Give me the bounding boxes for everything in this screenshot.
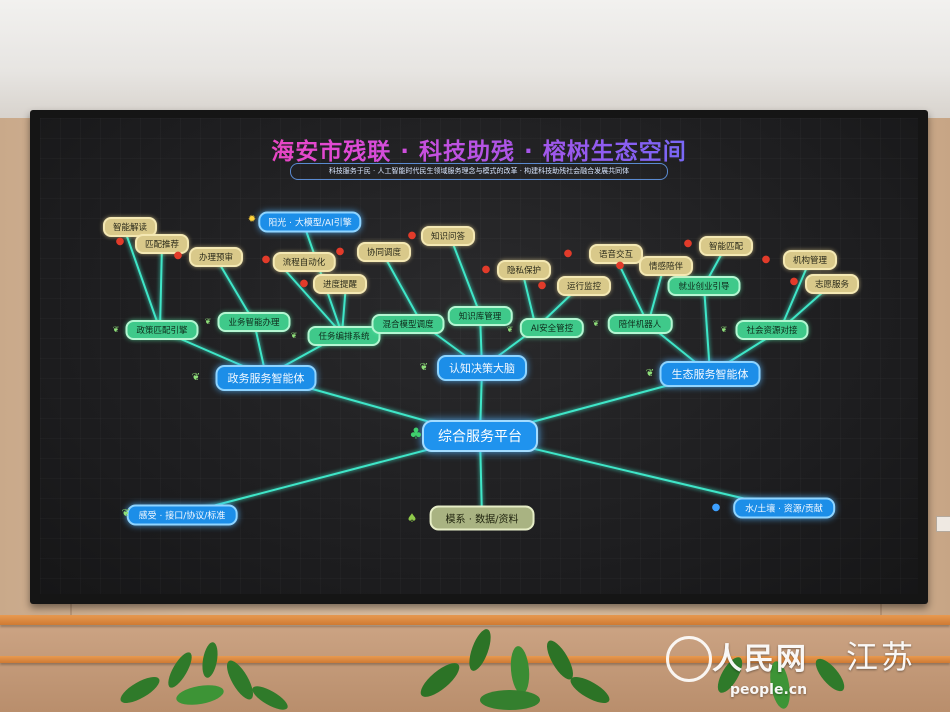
node-root-interface: 感受 · 接口/协议/标准 bbox=[126, 504, 238, 526]
watermark-brand: 人民网 bbox=[712, 642, 808, 677]
node-policy-engine: 政策匹配引擎 bbox=[125, 320, 199, 340]
watermark-url: people.cn bbox=[730, 682, 808, 698]
node-ops-monitor: 运行监控 bbox=[556, 276, 612, 296]
node-comprehensive-platform: 综合服务平台 bbox=[422, 420, 538, 452]
foreground-plant-center bbox=[420, 629, 610, 710]
node-collab-dispatch: 协同调度 bbox=[356, 242, 412, 262]
apple-icon: ● bbox=[683, 238, 693, 249]
node-employment-guide: 就业创业引导 bbox=[667, 276, 741, 296]
node-social-resources: 社会资源对接 bbox=[735, 320, 809, 340]
node-task-orchestration: 任务编排系统 bbox=[307, 326, 381, 346]
apple-icon: ● bbox=[335, 246, 345, 257]
leaf-icon: ❦ bbox=[419, 362, 429, 373]
node-progress-remind: 进度提醒 bbox=[312, 274, 368, 294]
apple-icon: ● bbox=[407, 230, 417, 241]
apple-icon: ● bbox=[115, 236, 125, 247]
node-process-automation: 流程自动化 bbox=[272, 252, 336, 272]
screen-subtitle: 科技服务于民 · 人工智能时代民生领域服务理念与模式的改革 · 构建科技助残社会… bbox=[290, 163, 668, 180]
tree-icon: ♣ bbox=[409, 424, 423, 443]
node-knowledge-base: 知识库管理 bbox=[447, 306, 513, 326]
water-drop-icon: ● bbox=[711, 502, 721, 513]
leaf-icon: ❦ bbox=[592, 319, 600, 328]
apple-icon: ● bbox=[481, 264, 491, 275]
node-hybrid-model: 混合模型调度 bbox=[371, 314, 445, 334]
handrail bbox=[0, 615, 950, 625]
node-match-recommend: 匹配推荐 bbox=[134, 234, 190, 254]
apple-icon: ● bbox=[615, 260, 625, 271]
node-gov-service-agent: 政务服务智能体 bbox=[215, 365, 317, 391]
apple-icon: ● bbox=[299, 278, 309, 289]
watermark-region: 江苏 bbox=[846, 638, 917, 676]
apple-icon: ● bbox=[261, 254, 271, 265]
screen-title: 海安市残联 · 科技助残 · 榕树生态空间 bbox=[40, 132, 918, 166]
leaf-icon: ❦ bbox=[121, 508, 131, 519]
node-companion-robot: 陪伴机器人 bbox=[607, 314, 673, 334]
display-screen: 海安市残联 · 科技助残 · 榕树生态空间 科技服务于民 · 人工智能时代民生领… bbox=[40, 118, 918, 594]
node-emotional-companion: 情感陪伴 bbox=[638, 256, 694, 276]
foreground-plant-right bbox=[717, 657, 845, 709]
leaf-icon: ❦ bbox=[112, 325, 120, 334]
leaf-icon: ❦ bbox=[191, 372, 201, 383]
apple-icon: ● bbox=[537, 280, 547, 291]
ceiling bbox=[0, 0, 950, 118]
sprout-icon: ♠ bbox=[406, 511, 418, 525]
leaf-icon: ❦ bbox=[204, 317, 212, 326]
sun-icon: ✹ bbox=[247, 214, 257, 225]
apple-icon: ● bbox=[563, 248, 573, 259]
apple-icon: ● bbox=[789, 276, 799, 287]
node-voice-interaction: 语音交互 bbox=[588, 244, 644, 264]
node-cognitive-brain: 认知决策大脑 bbox=[437, 355, 527, 381]
leaf-icon: ❦ bbox=[506, 325, 514, 334]
node-ai-security: AI安全管控 bbox=[519, 318, 585, 338]
node-smart-match: 智能匹配 bbox=[698, 236, 754, 256]
leaf-icon: ❦ bbox=[645, 368, 655, 379]
node-business-processing: 业务智能办理 bbox=[217, 312, 291, 332]
leaf-icon: ❦ bbox=[720, 325, 728, 334]
apple-icon: ● bbox=[761, 254, 771, 265]
node-root-data: 模系 · 数据/资料 bbox=[429, 505, 535, 531]
node-volunteer-service: 志愿服务 bbox=[804, 274, 860, 294]
wall-outlet bbox=[936, 516, 950, 532]
node-root-resources: 水/土壤 · 资源/贡献 bbox=[733, 497, 835, 519]
foreground-plant-left bbox=[120, 642, 288, 710]
node-eco-service-agent: 生态服务智能体 bbox=[659, 361, 761, 387]
node-sunshine-engine: 阳光 · 大模型/AI引擎 bbox=[258, 211, 362, 233]
node-institution-mgmt: 机构管理 bbox=[782, 250, 838, 270]
node-privacy: 隐私保护 bbox=[496, 260, 552, 280]
apple-icon: ● bbox=[173, 250, 183, 261]
people-logo bbox=[666, 636, 712, 682]
node-smart-interpret: 智能解读 bbox=[102, 217, 158, 237]
leaf-icon: ❦ bbox=[290, 331, 298, 340]
node-knowledge-qa: 知识问答 bbox=[420, 226, 476, 246]
node-pre-review: 办理预审 bbox=[188, 247, 244, 267]
